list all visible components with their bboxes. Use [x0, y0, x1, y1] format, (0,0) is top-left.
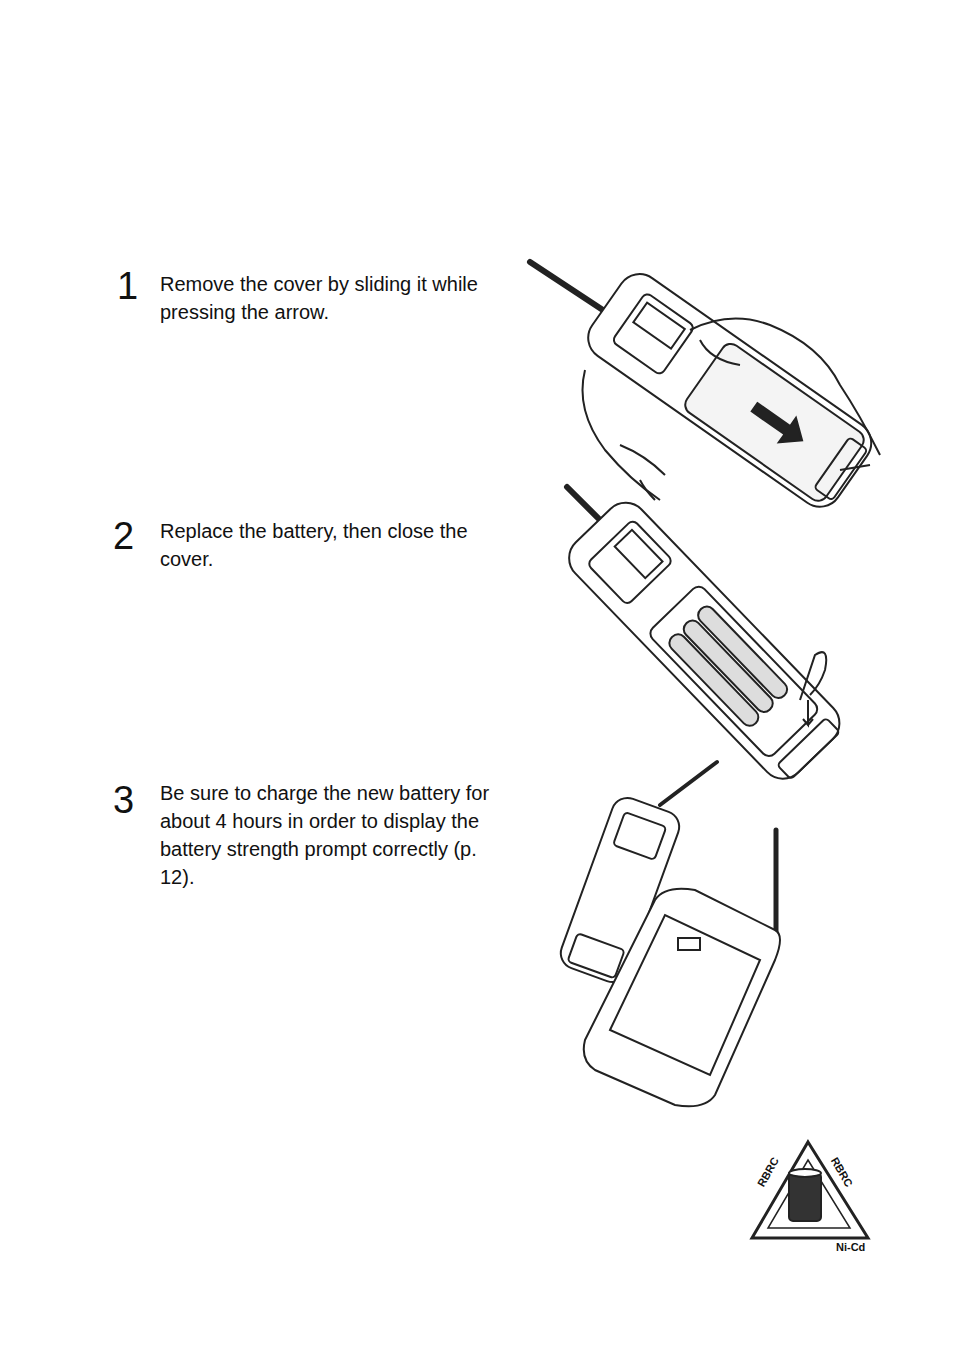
step-number: 1 [117, 266, 138, 306]
step-number: 2 [113, 516, 134, 556]
logo-text: RBRC [755, 1155, 781, 1189]
rbrc-logo [752, 1142, 868, 1238]
step-instruction: Replace the battery, then close the cove… [160, 517, 520, 573]
step-instruction: Remove the cover by sliding it while pre… [160, 270, 480, 326]
step-number: 3 [113, 780, 134, 820]
handset-battery-replacement [560, 487, 848, 788]
handset-cover-removal [530, 262, 880, 515]
handset-on-charger [556, 762, 780, 1106]
step-instruction: Be sure to charge the new battery for ab… [160, 779, 512, 891]
logo-text: Ni-Cd [836, 1241, 865, 1253]
